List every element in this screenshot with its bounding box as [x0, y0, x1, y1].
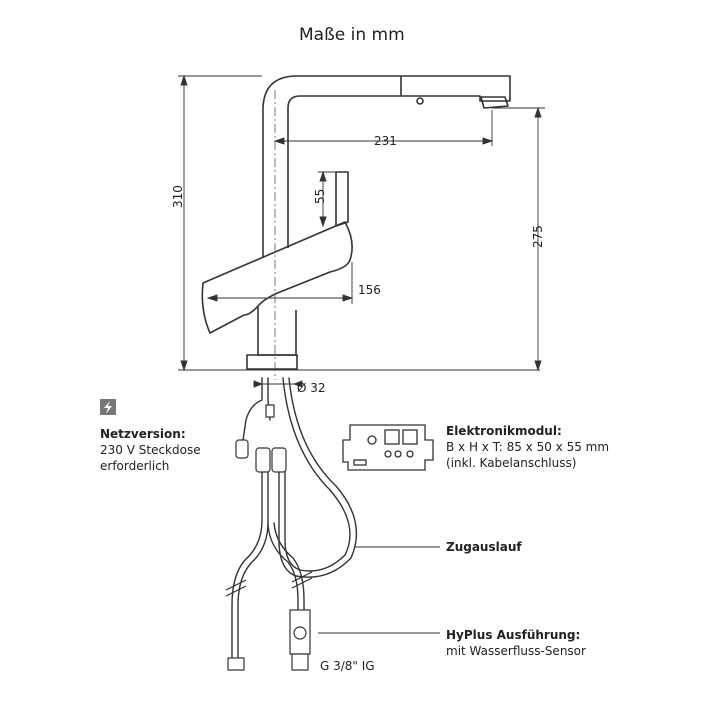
lightning-icon — [100, 399, 116, 415]
module-line1: B x H x T: 85 x 50 x 55 mm — [446, 440, 610, 454]
pullout-label: Zugauslauf — [446, 540, 522, 554]
faucet-spout — [262, 75, 511, 258]
supply-hose-right — [267, 524, 299, 611]
page-title: Maße in mm — [299, 25, 405, 45]
lever-handle — [335, 171, 349, 227]
dimension-275: 275 — [531, 225, 545, 248]
spout-tip — [480, 96, 509, 109]
power-line2: erforderlich — [100, 459, 170, 473]
pullout-hose — [282, 377, 351, 572]
module-heading: Elektronikmodul: — [446, 424, 562, 438]
dimension-310: 310 — [171, 185, 185, 208]
dimension-55: 55 — [313, 188, 327, 204]
power-note: Netzversion: 230 V Steckdose erforderlic… — [100, 426, 201, 474]
sensor-cable — [242, 377, 263, 441]
electronics-module — [342, 424, 434, 471]
power-line1: 230 V Steckdose — [100, 443, 201, 457]
hyplus-note: HyPlus Ausführung: mit Wasserfluss-Senso… — [446, 627, 586, 659]
hyplus-heading: HyPlus Ausführung: — [446, 628, 581, 642]
control-body — [201, 221, 353, 334]
power-heading: Netzversion: — [100, 427, 186, 441]
dimension-156: 156 — [358, 283, 381, 297]
dimension-231: 231 — [374, 134, 397, 148]
thread-label: G 3/8" IG — [320, 659, 375, 673]
hyplus-sub: mit Wasserfluss-Sensor — [446, 644, 586, 658]
faucet-base — [257, 306, 297, 356]
module-note: Elektronikmodul: B x H x T: 85 x 50 x 55… — [446, 423, 609, 471]
dimension-diameter: Ø 32 — [297, 381, 326, 395]
module-line2: (inkl. Kabelanschluss) — [446, 456, 577, 470]
